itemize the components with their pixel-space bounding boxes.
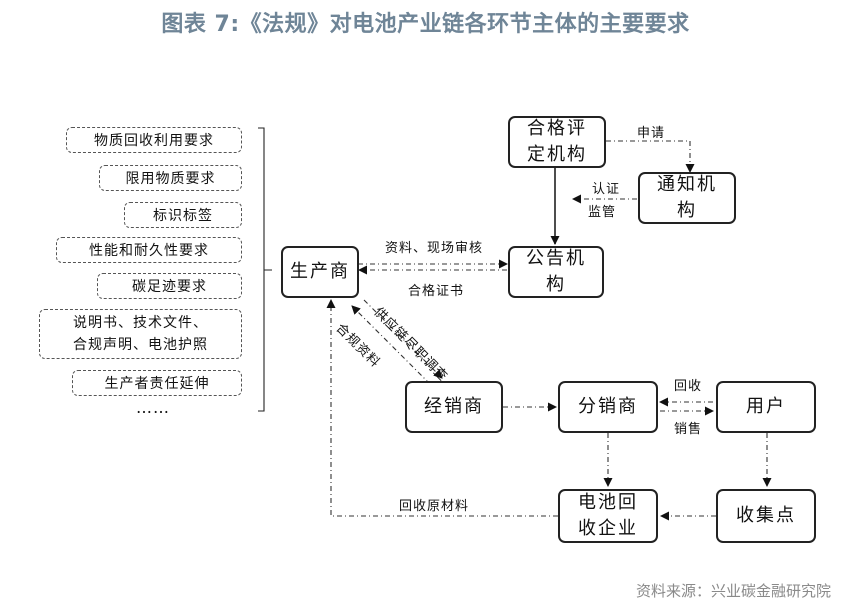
battery-recycler-line-1: 电池回 bbox=[578, 492, 638, 513]
announcing-body: 公告机 构 bbox=[508, 246, 604, 298]
producer-label: 生产商 bbox=[290, 261, 350, 282]
label-recycle-back: 回收 bbox=[674, 379, 703, 394]
conformity-assessment-body: 合格评 定机构 bbox=[508, 116, 606, 168]
distributor: 经销商 bbox=[405, 381, 503, 433]
label-supervise: 监管 bbox=[588, 205, 617, 220]
reseller: 分销商 bbox=[558, 381, 658, 433]
requirement-restricted-substances: 限用物质要求 bbox=[99, 165, 242, 191]
requirement-documentation-line-2: 合规声明、电池护照 bbox=[73, 337, 208, 353]
requirements-bracket bbox=[258, 127, 272, 412]
announcing-body-line-1: 公告机 bbox=[526, 248, 586, 269]
label-recycled-material: 回收原材料 bbox=[399, 499, 470, 514]
producer: 生产商 bbox=[281, 246, 359, 298]
collection-point: 收集点 bbox=[716, 489, 816, 543]
distributor-label: 经销商 bbox=[424, 396, 484, 417]
label-docs-audit: 资料、现场审核 bbox=[385, 241, 484, 256]
notified-body: 通知机 构 bbox=[638, 172, 736, 224]
source-note: 资料来源：兴业碳金融研究院 bbox=[635, 582, 831, 600]
end-user: 用户 bbox=[716, 381, 816, 433]
more-requirements-ellipsis: …… bbox=[136, 398, 170, 417]
notified-body-line-1: 通知机 bbox=[657, 174, 717, 195]
label-cert-doc: 合格证书 bbox=[408, 284, 465, 299]
requirement-carbon-footprint: 碳足迹要求 bbox=[97, 273, 242, 299]
end-user-label: 用户 bbox=[746, 396, 786, 417]
battery-recycler-line-2: 收企业 bbox=[578, 518, 638, 539]
figure-title: 图表 7:《法规》对电池产业链各环节主体的主要要求 bbox=[161, 12, 690, 37]
conformity-assessment-body-line-1: 合格评 bbox=[527, 118, 587, 139]
edge-apply bbox=[606, 140, 695, 173]
label-certify: 认证 bbox=[592, 182, 621, 197]
requirement-performance-durability: 性能和耐久性要求 bbox=[56, 237, 242, 263]
requirement-documentation: 说明书、技术文件、 合规声明、电池护照 bbox=[39, 309, 242, 359]
requirement-documentation-line-1: 说明书、技术文件、 bbox=[73, 315, 208, 331]
announcing-body-line-2: 构 bbox=[546, 274, 566, 295]
requirement-material-recovery: 物质回收利用要求 bbox=[66, 127, 242, 153]
reseller-label: 分销商 bbox=[578, 396, 638, 417]
notified-body-line-2: 构 bbox=[677, 200, 697, 221]
edge-recycled-material bbox=[326, 299, 558, 517]
requirement-labeling: 标识标签 bbox=[124, 202, 242, 228]
conformity-assessment-body-line-2: 定机构 bbox=[527, 144, 587, 165]
label-sell: 销售 bbox=[674, 422, 703, 437]
requirement-producer-responsibility: 生产者责任延伸 bbox=[72, 370, 242, 396]
battery-recycler: 电池回 收企业 bbox=[558, 489, 658, 543]
collection-point-label: 收集点 bbox=[736, 505, 796, 526]
label-apply: 申请 bbox=[637, 126, 666, 141]
